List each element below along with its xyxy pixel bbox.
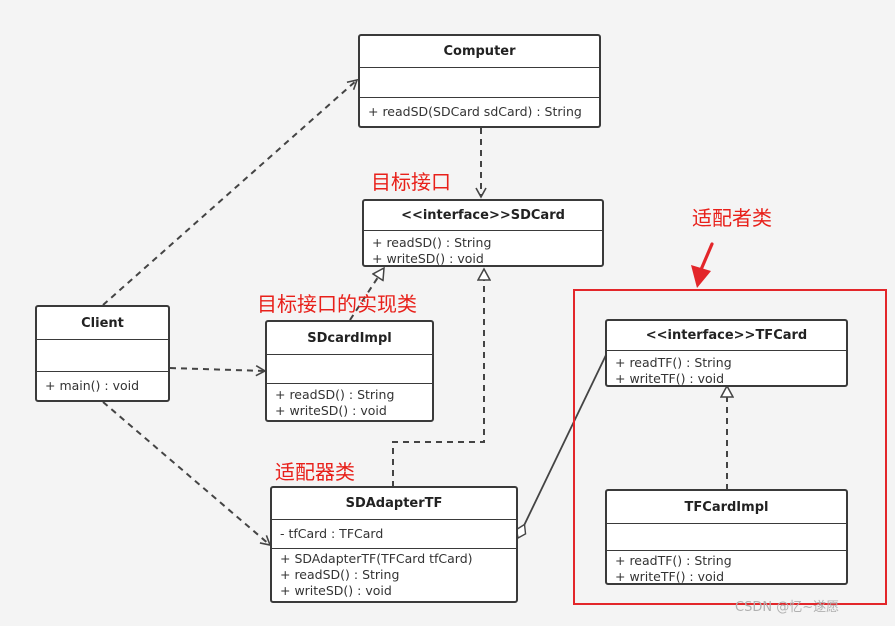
class-name: Computer [360,36,599,68]
attributes-section: - tfCard : TFCard [272,520,516,549]
class-sdcard-interface[interactable]: <<interface>>SDCard + readSD() : String … [362,199,604,267]
method: + SDAdapterTF(TFCard tfCard) [280,551,473,566]
method: + readSD() : String [372,235,492,250]
class-client[interactable]: Client + main() : void [35,305,170,402]
attribute: - tfCard : TFCard [280,526,384,541]
class-computer[interactable]: Computer + readSD(SDCard sdCard) : Strin… [358,34,601,128]
class-name: Client [37,307,168,340]
client-adapter-dependency [102,401,272,547]
client-computer-dependency [102,78,359,306]
label-target-impl: 目标接口的实现类 [257,292,417,316]
methods-section: + readSD() : String + writeSD() : void [267,384,432,419]
method: + writeTF() : void [615,371,725,386]
class-name: <<interface>>TFCard [607,321,846,351]
method: + writeTF() : void [615,569,725,584]
method: + readSD() : String [275,387,395,402]
attributes-section [360,68,599,98]
attributes-section [37,340,168,372]
adaptee-frame [573,289,887,605]
method: + main() : void [45,378,140,393]
attributes-section [607,524,846,551]
class-tfcardimpl[interactable]: TFCardImpl + readTF() : String + writeTF… [605,489,848,585]
class-sdcardimpl[interactable]: SDcardImpl + readSD() : String + writeSD… [265,320,434,422]
class-name: SDcardImpl [267,322,432,355]
methods-section: + readSD() : String + writeSD() : void [364,231,602,266]
adapter-sdcard-realization [392,269,484,487]
watermark: CSDN @忆~遂愿 [735,600,840,615]
label-target-interface: 目标接口 [371,170,451,194]
method: + readTF() : String [615,553,732,568]
attributes-section [267,355,432,384]
class-name: SDAdapterTF [272,488,516,520]
methods-section: + readTF() : String + writeTF() : void [607,351,846,386]
client-sdcardimpl-dependency [169,365,267,377]
methods-section: + main() : void [37,372,168,394]
class-sdadaptertf[interactable]: SDAdapterTF - tfCard : TFCard + SDAdapte… [270,486,518,603]
adapter-tfcard-aggregation [518,354,607,538]
methods-section: + SDAdapterTF(TFCard tfCard) + readSD() … [272,549,516,599]
label-adaptee-class: 适配者类 [692,206,772,230]
method: + writeSD() : void [372,251,484,266]
methods-section: + readTF() : String + writeTF() : void [607,551,846,584]
method: + readTF() : String [615,355,732,370]
method: + readSD() : String [280,567,400,582]
class-name: TFCardImpl [607,491,846,524]
method: + readSD(SDCard sdCard) : String [368,104,582,119]
annotation-arrow [691,242,714,288]
label-adapter-class: 适配器类 [275,460,355,484]
method: + writeSD() : void [280,583,392,598]
class-tfcard-interface[interactable]: <<interface>>TFCard + readTF() : String … [605,319,848,387]
methods-section: + readSD(SDCard sdCard) : String [360,98,599,120]
class-name: <<interface>>SDCard [364,201,602,231]
method: + writeSD() : void [275,403,387,418]
